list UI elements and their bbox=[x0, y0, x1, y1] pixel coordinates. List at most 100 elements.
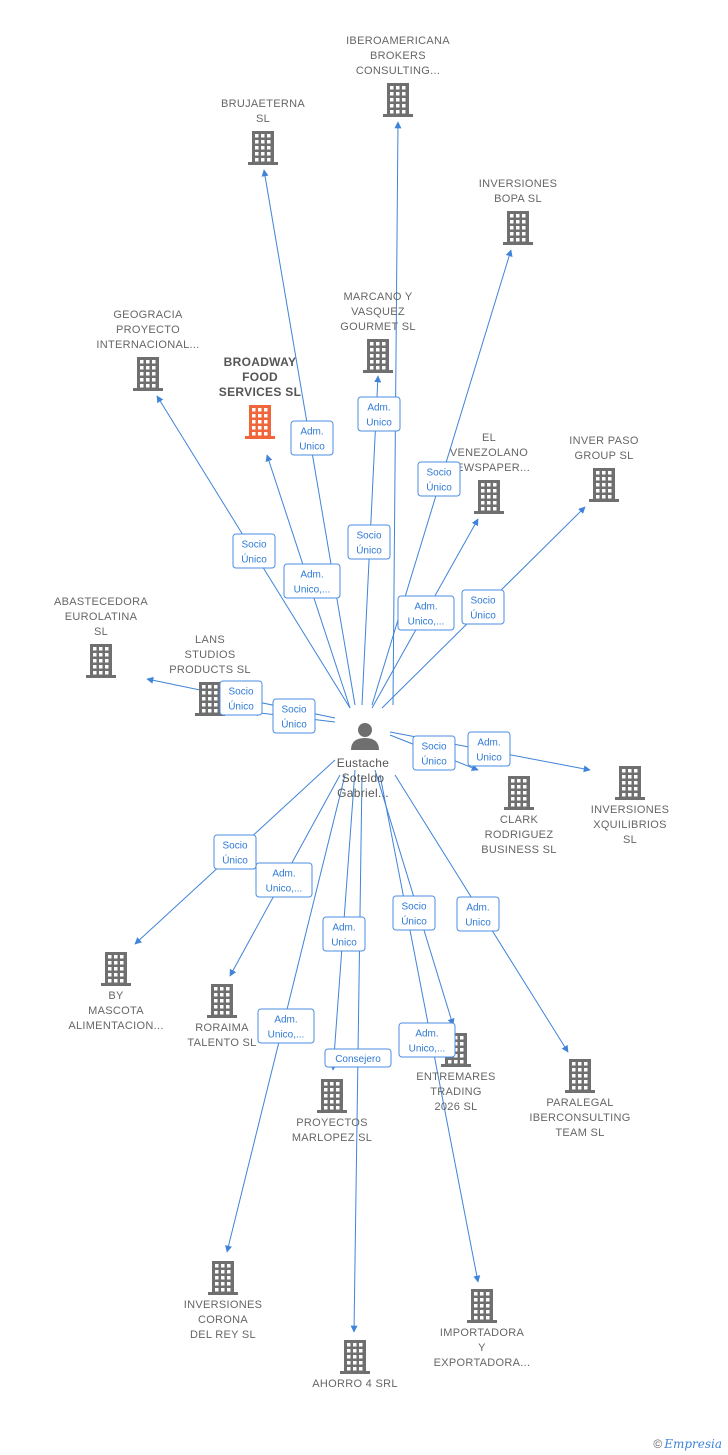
company-node-lans[interactable]: LANS STUDIOS PRODUCTS SL bbox=[169, 634, 251, 716]
company-name[interactable]: STUDIOS bbox=[185, 649, 236, 661]
company-node-corona[interactable]: INVERSIONES CORONA DEL REY SL bbox=[184, 1261, 263, 1341]
company-name[interactable]: EXPORTADORA... bbox=[434, 1357, 531, 1369]
company-name[interactable]: BROADWAY bbox=[224, 355, 297, 369]
relation-badge[interactable]: Adm.Unico,... bbox=[257, 1008, 315, 1044]
company-node-ahorro[interactable]: AHORRO 4 SRL bbox=[312, 1340, 398, 1390]
company-name[interactable]: BY bbox=[108, 990, 124, 1002]
person-name[interactable]: Soteldo bbox=[342, 771, 385, 785]
company-name[interactable]: RODRIGUEZ bbox=[485, 829, 554, 841]
company-node-paralegal[interactable]: PARALEGAL IBERCONSULTING TEAM SL bbox=[529, 1059, 630, 1139]
company-node-iberoamericana[interactable]: IBEROAMERICANA BROKERS CONSULTING... bbox=[346, 35, 450, 117]
company-node-brujaeterna[interactable]: BRUJAETERNA SL bbox=[221, 98, 305, 165]
relation-badge[interactable]: Adm.Unico bbox=[467, 731, 511, 767]
relation-badge[interactable]: Adm.Unico,... bbox=[283, 563, 341, 599]
company-name[interactable]: 2026 SL bbox=[434, 1101, 477, 1113]
company-name[interactable]: NEWSPAPER... bbox=[448, 462, 530, 474]
company-name[interactable]: SERVICES SL bbox=[219, 385, 301, 399]
company-name[interactable]: GEOGRACIA bbox=[113, 309, 183, 321]
company-name[interactable]: EL bbox=[482, 432, 496, 444]
company-name[interactable]: VASQUEZ bbox=[351, 306, 405, 318]
company-name[interactable]: INVERSIONES bbox=[591, 804, 670, 816]
company-name[interactable]: MARCANO Y bbox=[343, 291, 412, 303]
company-name[interactable]: LANS bbox=[195, 634, 225, 646]
company-name[interactable]: BUSINESS SL bbox=[481, 844, 556, 856]
company-name[interactable]: INTERNACIONAL... bbox=[96, 339, 199, 351]
relation-badges: Adm.UnicoAdm.UnicoSocioÚnicoSocioÚnicoSo… bbox=[213, 396, 511, 1068]
company-name[interactable]: MASCOTA bbox=[88, 1005, 144, 1017]
company-name[interactable]: PROYECTOS bbox=[296, 1117, 368, 1129]
company-name[interactable]: INVERSIONES bbox=[479, 178, 558, 190]
company-name[interactable]: FOOD bbox=[242, 370, 278, 384]
company-name[interactable]: CLARK bbox=[500, 814, 539, 826]
company-name[interactable]: PROYECTO bbox=[116, 324, 180, 336]
company-name[interactable]: SL bbox=[623, 834, 637, 846]
company-name[interactable]: Y bbox=[478, 1342, 486, 1354]
company-name[interactable]: TEAM SL bbox=[555, 1127, 604, 1139]
company-node-marcano[interactable]: MARCANO Y VASQUEZ GOURMET SL bbox=[340, 291, 416, 373]
company-node-el-venezolano[interactable]: EL VENEZOLANO NEWSPAPER... bbox=[448, 432, 530, 514]
relation-badge[interactable]: Adm.Unico bbox=[290, 420, 334, 456]
company-name[interactable]: TALENTO SL bbox=[187, 1037, 256, 1049]
person-node[interactable]: EustacheSoteldoGabriel... bbox=[337, 723, 389, 800]
company-name[interactable]: CORONA bbox=[198, 1314, 248, 1326]
company-name[interactable]: ENTREMARES bbox=[416, 1071, 495, 1083]
company-name[interactable]: INVER PASO bbox=[569, 435, 639, 447]
relation-badge[interactable]: Adm.Unico bbox=[322, 916, 366, 952]
company-name[interactable]: SL bbox=[94, 626, 108, 638]
building-icon bbox=[504, 776, 534, 810]
relation-badge[interactable]: Adm.Unico,... bbox=[397, 595, 455, 631]
company-name[interactable]: PRODUCTS SL bbox=[169, 664, 251, 676]
company-name[interactable]: ALIMENTACION... bbox=[68, 1020, 163, 1032]
company-name[interactable]: TRADING bbox=[430, 1086, 482, 1098]
company-name[interactable]: INVERSIONES bbox=[184, 1299, 263, 1311]
company-node-clark[interactable]: CLARK RODRIGUEZ BUSINESS SL bbox=[481, 776, 556, 856]
company-name[interactable]: IBEROAMERICANA bbox=[346, 35, 450, 47]
company-name[interactable]: BOPA SL bbox=[494, 193, 542, 205]
company-node-by-mascota[interactable]: BY MASCOTA ALIMENTACION... bbox=[68, 952, 163, 1032]
company-name[interactable]: DEL REY SL bbox=[190, 1329, 256, 1341]
company-name[interactable]: MARLOPEZ SL bbox=[292, 1132, 372, 1144]
company-name[interactable]: GROUP SL bbox=[574, 450, 633, 462]
company-name[interactable]: RORAIMA bbox=[195, 1022, 249, 1034]
company-name[interactable]: IMPORTADORA bbox=[440, 1327, 525, 1339]
company-node-inver-paso[interactable]: INVER PASO GROUP SL bbox=[569, 435, 639, 502]
company-node-abastecedora[interactable]: ABASTECEDORA EUROLATINA SL bbox=[54, 596, 148, 678]
company-name[interactable]: PARALEGAL bbox=[546, 1097, 613, 1109]
relation-badge[interactable]: Adm.Unico bbox=[456, 896, 500, 932]
relation-badge[interactable]: Adm.Unico,... bbox=[255, 862, 313, 898]
company-node-importadora[interactable]: IMPORTADORA Y EXPORTADORA... bbox=[434, 1289, 531, 1369]
relation-badge[interactable]: Adm.Unico,... bbox=[398, 1022, 456, 1058]
company-node-geogracia[interactable]: GEOGRACIA PROYECTO INTERNACIONAL... bbox=[96, 309, 199, 391]
company-name[interactable]: GOURMET SL bbox=[340, 321, 416, 333]
badge-label: Socio bbox=[241, 540, 266, 551]
company-name[interactable]: XQUILIBRIOS bbox=[593, 819, 667, 831]
company-name[interactable]: AHORRO 4 SRL bbox=[312, 1378, 398, 1390]
company-name[interactable]: BROKERS bbox=[370, 50, 426, 62]
company-name[interactable]: SL bbox=[256, 113, 270, 125]
company-node-inversiones-bopa[interactable]: INVERSIONES BOPA SL bbox=[479, 178, 558, 245]
company-name[interactable]: CONSULTING... bbox=[356, 65, 440, 77]
company-node-roraima[interactable]: RORAIMA TALENTO SL bbox=[187, 984, 256, 1049]
company-node-marlopez[interactable]: PROYECTOS MARLOPEZ SL bbox=[292, 1079, 372, 1144]
company-name[interactable]: VENEZOLANO bbox=[450, 447, 528, 459]
company-name[interactable]: ABASTECEDORA bbox=[54, 596, 148, 608]
company-name[interactable]: EUROLATINA bbox=[65, 611, 138, 623]
brand-logo[interactable]: Empresia bbox=[664, 1437, 722, 1451]
relation-badge[interactable]: Consejero bbox=[324, 1048, 392, 1068]
company-node-xquilibrios[interactable]: INVERSIONES XQUILIBRIOS SL bbox=[591, 766, 670, 846]
company-name[interactable]: BRUJAETERNA bbox=[221, 98, 305, 110]
company-name[interactable]: IBERCONSULTING bbox=[529, 1112, 630, 1124]
person-name[interactable]: Eustache bbox=[337, 756, 389, 770]
relation-badge[interactable]: Adm.Unico bbox=[357, 396, 401, 432]
person-name[interactable]: Gabriel... bbox=[337, 786, 389, 800]
